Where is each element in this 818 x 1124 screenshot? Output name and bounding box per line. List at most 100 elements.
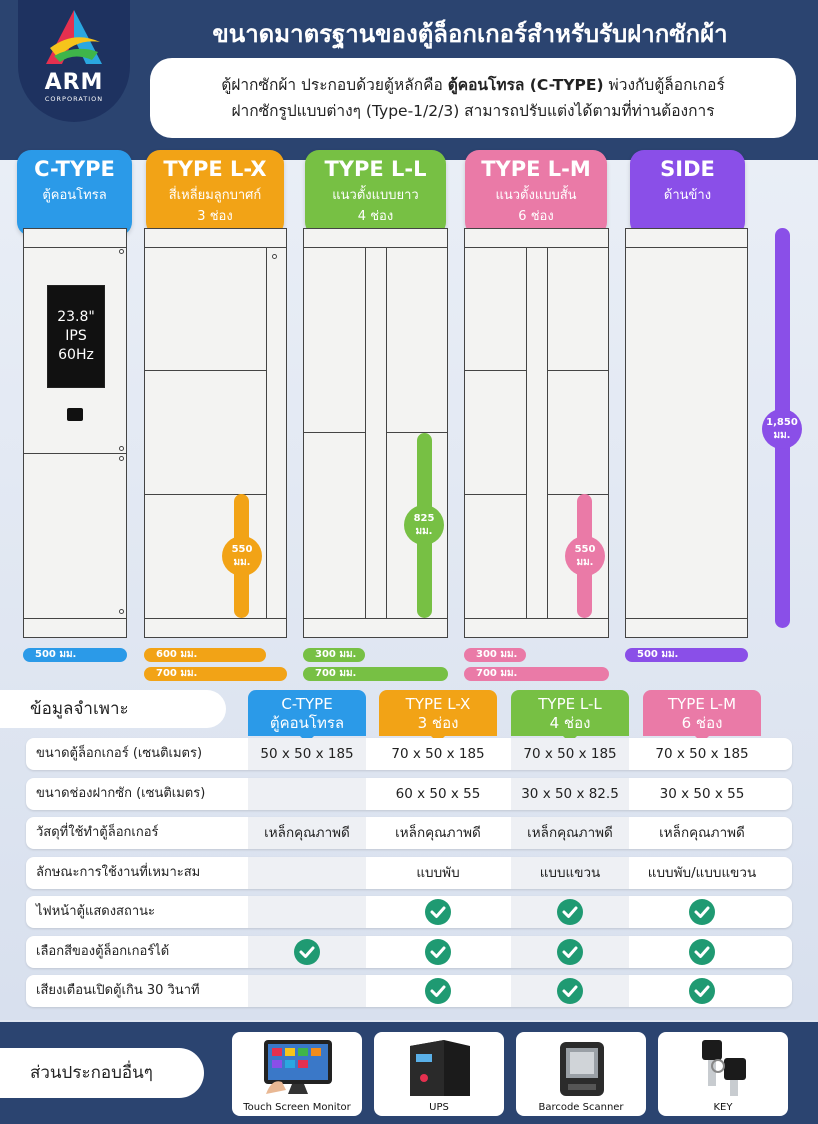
divider (464, 494, 526, 495)
width-pill: 700 มม. (144, 667, 287, 681)
divider (303, 247, 448, 248)
divider (625, 247, 748, 248)
column-subtitle: 6 ช่อง (681, 714, 723, 732)
spec-row-label: เลือกสีของตู้ล็อกเกอร์ได้ (36, 943, 170, 959)
accessory-label: UPS (429, 1102, 449, 1113)
spec-cell (248, 778, 366, 810)
tag-sub-2: 4 ช่อง (357, 209, 394, 224)
card-reader-icon (67, 408, 83, 421)
spec-cell: 60 x 50 x 55 (395, 785, 481, 802)
check-icon (425, 938, 451, 965)
tag-title: TYPE L-L (324, 157, 427, 181)
column-band (511, 777, 629, 810)
touch-screen: 23.8" IPS 60Hz (47, 285, 105, 388)
column-title: C-TYPE (281, 695, 333, 713)
intro-text-post: พ่วงกับตู้ล็อกเกอร์ (603, 76, 725, 94)
column-subtitle: ตู้คอนโทรล (269, 714, 345, 732)
accessory-key: KEY (658, 1032, 788, 1116)
divider (464, 247, 609, 248)
column-subtitle: 3 ช่อง (417, 714, 459, 732)
tag-sub: ด้านข้าง (663, 188, 712, 203)
divider (365, 247, 366, 618)
spec-row-label: ขนาดตู้ล็อกเกอร์ (เซนติเมตร) (36, 746, 203, 761)
column-band (248, 975, 366, 1007)
column-band (248, 896, 366, 928)
cabinet-l-x (144, 228, 287, 638)
spec-cell: แบบพับ/แบบแขวน (647, 864, 757, 881)
divider (23, 618, 127, 619)
hinge-icon (119, 446, 124, 451)
screen-size: 23.8" (57, 309, 95, 325)
tag-sub: แนวตั้งแบบสั้น 6 ช่อง (465, 185, 607, 227)
divider (23, 247, 127, 248)
column-band (248, 738, 366, 770)
tag-sub-1: แนวตั้งแบบยาว (332, 188, 419, 203)
check-icon (689, 938, 715, 965)
divider (303, 618, 448, 619)
screen-rate: 60Hz (58, 347, 94, 363)
hinge-icon (272, 254, 277, 259)
check-icon (425, 978, 451, 1004)
check-icon (294, 938, 320, 965)
check-icon (425, 899, 451, 925)
spec-cell: 30 x 50 x 55 (659, 785, 745, 802)
spec-row: เลือกสีของตู้ล็อกเกอร์ได้ (26, 935, 792, 968)
tag-title: TYPE L-X (163, 157, 267, 181)
column-band (248, 777, 366, 810)
spec-cell: 70 x 50 x 185 (655, 746, 749, 762)
accessory-barcode-scanner: Barcode Scanner (516, 1032, 646, 1116)
divider (386, 432, 448, 433)
tag-l-x: TYPE L-X สี่เหลี่ยมลูกบาศก์ 3 ช่อง (146, 150, 284, 236)
check-icon (689, 899, 715, 925)
divider (266, 247, 267, 618)
ups-icon (410, 1040, 470, 1096)
column-title: TYPE L-L (538, 695, 602, 713)
spec-cell: 30 x 50 x 82.5 (521, 785, 619, 802)
arm-logo-icon (46, 10, 102, 64)
tag-side: SIDE ด้านข้าง (630, 150, 745, 236)
tag-sub-1: แนวตั้งแบบสั้น (495, 188, 577, 203)
spec-cell: เหล็กคุณภาพดี (395, 825, 481, 841)
tag-sub-2: 6 ช่อง (518, 209, 554, 224)
accessories-title: ส่วนประกอบอื่นๆ (0, 1048, 204, 1098)
logo: ARM CORPORATION (18, 0, 130, 122)
tag-sub-2: 3 ช่อง (197, 209, 233, 224)
spec-cell: 50 x 50 x 185 (260, 746, 354, 762)
spec-cell: 70 x 50 x 185 (391, 746, 485, 762)
check-icon (557, 899, 583, 925)
key-icon (702, 1040, 746, 1096)
accessory-label: Touch Screen Monitor (243, 1102, 351, 1113)
width-pill: 500 มม. (625, 648, 748, 662)
spec-cell (248, 857, 366, 889)
divider (144, 247, 287, 248)
spec-cell: แบบพับ (416, 864, 460, 881)
spec-title: ข้อมูลจำเพาะ (0, 690, 226, 728)
logo-name: ARM (44, 70, 104, 95)
monitor-icon (264, 1040, 332, 1094)
accessory-label: Barcode Scanner (538, 1102, 624, 1113)
spec-row-label: วัสดุที่ใช้ทำตู้ล็อกเกอร์ (36, 825, 159, 840)
divider (526, 247, 527, 618)
tag-sub: ตู้คอนโทรล (42, 188, 107, 203)
divider (23, 453, 127, 454)
spec-cell: แบบแขวน (539, 864, 601, 881)
width-pill: 700 มม. (464, 667, 609, 681)
divider (464, 618, 609, 619)
hinge-icon (119, 609, 124, 614)
tag-title: SIDE (660, 157, 715, 181)
spec-cell: 70 x 50 x 185 (523, 746, 617, 762)
tag-title: C-TYPE (34, 157, 115, 181)
divider (547, 494, 609, 495)
width-pill: 300 มม. (464, 648, 526, 662)
width-pill: 500 มม. (23, 648, 127, 662)
column-title: TYPE L-X (405, 695, 471, 713)
divider (144, 370, 266, 371)
spec-row-label: เสียงเตือนเปิดตู้เกิน 30 วินาที (36, 983, 200, 998)
hinge-icon (119, 249, 124, 254)
width-pill: 700 มม. (303, 667, 448, 681)
tag-sub-1: สี่เหลี่ยมลูกบาศก์ (168, 188, 262, 203)
spec-row: ลักษณะการใช้งานที่เหมาะสมแบบพับแบบแขวนแบ… (26, 856, 792, 889)
